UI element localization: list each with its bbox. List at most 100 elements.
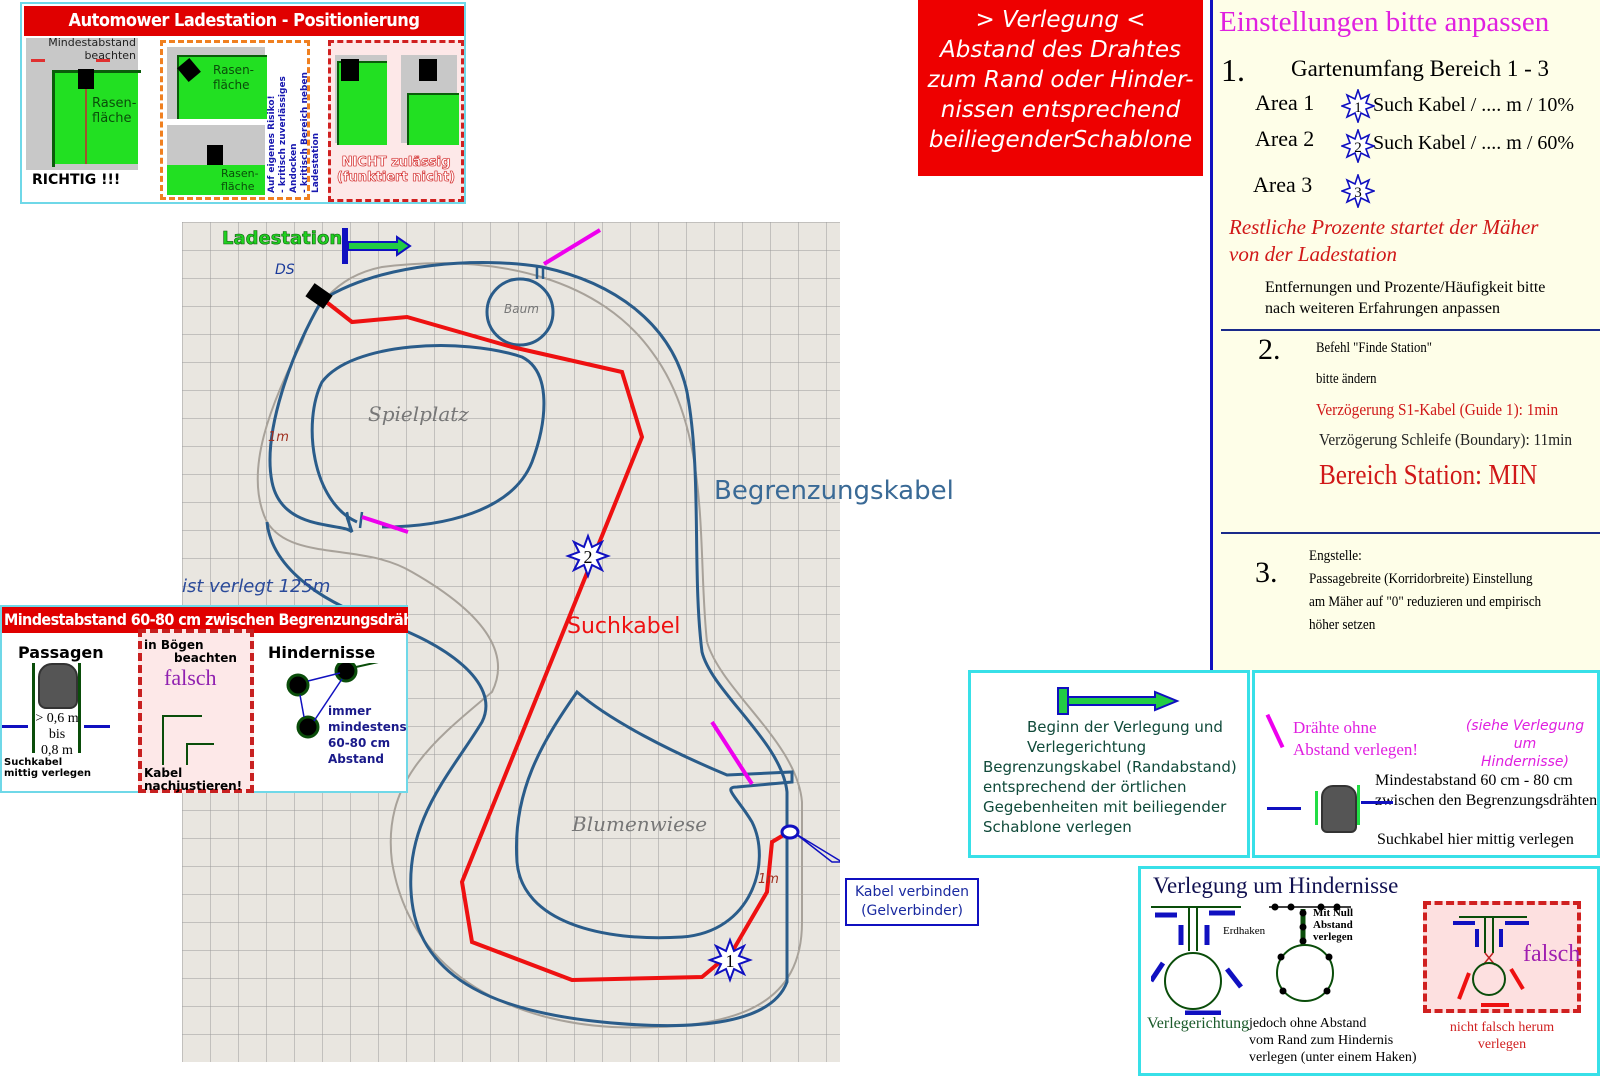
star-badge-1-text: 1 [1354,100,1362,116]
area-1-label: Area 1 [1255,90,1315,115]
lawn-label-2: fläche [221,180,255,193]
legend-line-6: Schablone verlegen [983,818,1132,836]
section-2-line-2: bitte ändern [1316,371,1377,387]
section-3-line-3: am Mäher auf "0" reduzieren und empirisc… [1309,594,1542,610]
not-allowed-line-2: (funktiert nicht) [336,170,456,186]
spacing-title: Mindestabstand 60-80 cm zwischen Begrenz… [2,607,408,633]
spacing-panel: Mindestabstand 60-80 cm zwischen Begrenz… [0,605,408,793]
curves-heading-1: in Bögen [144,638,204,652]
curves-note: Kabel nachjustieren! [144,767,242,793]
boundary-delay-setting: Verzögerung Schleife (Boundary): 11min [1319,430,1573,449]
start-direction-icon [1057,687,1180,715]
adjust-note-line-2: nach weiteren Erfahrungen anpassen [1265,300,1500,317]
correct-label: RICHTIG !!! [32,172,121,188]
remaining-note-line-2: von der Ladestation [1229,242,1397,266]
tree-boundary [485,277,555,347]
section-3-text: Engstelle: Passagebreite (Korridorbreite… [1309,545,1541,637]
settings-title: Einstellungen bitte anpassen [1219,6,1550,38]
station-range-setting: Bereich Station: MIN [1319,460,1538,491]
distance-label-left: 1m [268,430,289,445]
wires-note-1: Drähte ohne [1293,718,1377,737]
curves-heading: in Bögen beachten [144,639,237,665]
routing-direction-label: Verlegerichtung [1147,1015,1250,1032]
star-badge-1-icon: 1 [1339,87,1377,128]
lawn-label: Rasen- fläche [213,63,254,93]
arrow-right-icon [31,59,45,62]
boundary-wire-main [265,261,789,1028]
curve-wire [162,715,164,765]
section-2-line-1: Befehl "Finde Station" [1316,340,1432,356]
area-3-label: Area 3 [1253,172,1313,197]
zero-distance-desc: jedoch ohne Abstand vom Rand zum Hindern… [1249,1015,1417,1066]
risk-line-1: Auf eigenes Risiko! [267,95,277,193]
obstacle-routing-box: Verlegung um Hindernisse Verlegerichtung… [1138,866,1600,1076]
boundary-wire [268,299,354,534]
distance-arrow [313,678,343,722]
wire-right [78,663,81,753]
risk-note: Auf eigenes Risiko! - kritisch zuverläss… [267,43,322,193]
not-allowed-line-1: NICHT zulässig [341,155,451,171]
start-marker [342,228,348,264]
section-3-number: 3. [1255,556,1278,589]
ds-label: DS [275,262,295,278]
arrow-right-icon [2,725,28,728]
zero-distance-note: Mit Null Abstand verlegen [1313,907,1353,943]
star-marker-1-text: 1 [726,951,735,971]
desc-line-3: verlegen (unter einem Haken) [1249,1050,1417,1065]
min-distance-note: Mindestabstand 60 cm - 80 cm zwischen de… [1375,771,1597,811]
area-2-text: Such Kabel / .... m / 60% [1373,132,1575,154]
obstacle-box-title: Verlegung um Hindernisse [1153,873,1399,898]
charging-station-icon [341,59,359,81]
arrow-left-icon [96,59,110,62]
verlegung-line-2: Abstand des Drahtes [940,37,1181,63]
zero-note-1: Mit Null [1313,907,1354,919]
wire-right [1357,785,1360,825]
curve-wire [186,743,188,765]
callout-line-2: (Gelverbinder) [861,903,963,919]
charging-station-icon [207,145,223,165]
direction-arrow-icon [347,235,412,257]
magenta-arrow-icon [1265,713,1285,749]
settings-panel: Einstellungen bitte anpassen 1. Gartenum… [1210,0,1600,670]
remaining-note-line-1: Restliche Prozente startet der Mäher [1229,215,1539,239]
star-marker-2-icon: 2 [565,533,611,579]
arrow-left-icon [1361,801,1393,804]
section-3-line-2: Passagebreite (Korridorbreite) Einstellu… [1309,571,1533,587]
passage-distance-2: bis [48,727,66,742]
lawn-area [52,70,141,167]
risky-bottom-lawn [167,165,265,195]
lawn-label-1: Rasen- [213,63,254,77]
distance-arrow [307,672,341,682]
star-badge-3-text: 3 [1354,185,1362,201]
lawn-label: Rasen- fläche [92,96,136,126]
risk-line-2: - kritisch zuverlässiges Andocken [278,76,299,193]
playground-label: Spielplatz [368,402,469,426]
tree-label: Baum [504,302,539,316]
wire-left [1315,791,1318,825]
star-badge-2-text: 2 [1354,140,1362,156]
charging-station-icon [419,59,437,81]
desc-line-2: vom Rand zum Hindernis [1249,1033,1394,1048]
legend-line-3: Begrenzungskabel (Randabstand) [983,758,1237,776]
passage-box: Drähte ohne Abstand verlegen! (siehe Ver… [1252,670,1600,858]
obstacle-wire [355,663,379,668]
obstacle-icon [286,673,310,697]
guide-wire [85,89,87,164]
area-2-label: Area 2 [1255,126,1315,151]
min-distance-line-1: Mindestabstand [48,36,136,49]
curves-heading-2: beachten [174,651,237,665]
mower-icon [38,663,78,709]
guide-center-note: Suchkabel hier mittig verlegen [1377,831,1574,848]
lawn-label-1: Rasen- [92,96,137,111]
correct-routing-diagram [1151,906,1243,1015]
guide-delay-setting: Verzögerung S1-Kabel (Guide 1): 1min [1316,400,1559,419]
zero-note-3: verlegen [1313,931,1353,943]
wire-left [32,663,35,753]
flowerbed-label: Blumenwiese [572,812,708,836]
verlegung-line-1: > Verlegung < [975,7,1146,33]
desc-line-1: jedoch ohne Abstand [1249,1016,1367,1031]
obstacle-icon [296,715,320,739]
hooks-label: Erdhaken [1223,925,1266,937]
min-note-1: Mindestabstand 60 cm - 80 cm [1375,772,1573,789]
curves-wrong-label: falsch [164,665,217,690]
